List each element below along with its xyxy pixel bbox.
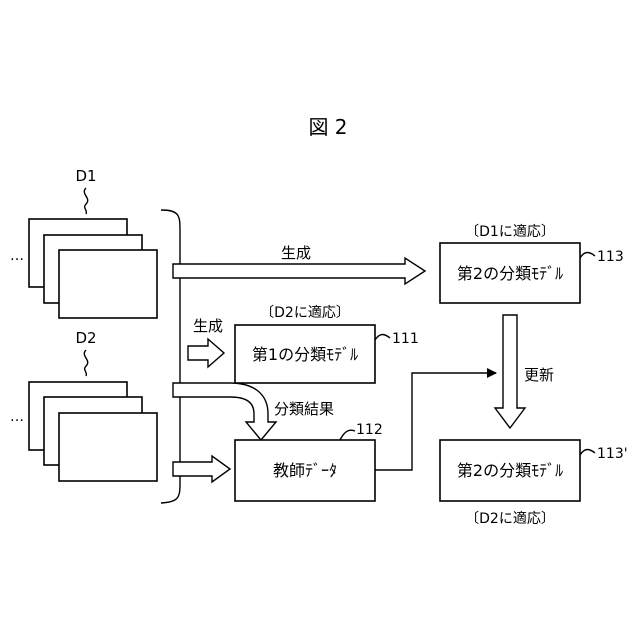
model-113p-tag: 〔D2に適応〕: [465, 510, 555, 527]
figure-title: 図 2: [308, 115, 347, 139]
dataset-d1-label: D1: [75, 167, 96, 185]
generate-label-mid: 生成: [193, 317, 223, 335]
d2-pointer: [84, 350, 87, 376]
model-113-text: 第2の分類ﾓﾃﾞﾙ: [457, 264, 563, 283]
generate-arrow-mid: [188, 339, 224, 367]
ref-113-leader: [580, 253, 595, 259]
generate-label-top: 生成: [281, 244, 311, 262]
update-label: 更新: [524, 366, 554, 384]
dataset-d2-stack: [29, 382, 157, 481]
teacher-data-ref: 112: [356, 422, 383, 438]
ref-111-leader: [375, 335, 390, 341]
ref-113p-leader: [580, 450, 595, 456]
ref-112-leader: [340, 430, 355, 440]
classification-result-arrow: [173, 383, 276, 440]
model-113-tag: 〔D1に適応〕: [465, 223, 555, 240]
dataset-d1-stack: [29, 219, 157, 318]
grouping-brace: [161, 210, 180, 503]
model-111-ref: 111: [392, 331, 419, 347]
model-113p-text: 第2の分類ﾓﾃﾞﾙ: [457, 461, 563, 480]
model-111-tag: 〔D2に適応〕: [260, 304, 350, 321]
input-arrow-teacher: [173, 456, 230, 482]
teacher-data-text: 教師ﾃﾞｰﾀ: [273, 461, 337, 480]
model-113-ref: 113: [597, 249, 624, 265]
dataset-d2-label: D2: [75, 329, 96, 347]
classification-result-label: 分類結果: [274, 400, 334, 418]
model-113p-ref: 113': [597, 446, 628, 462]
d1-pointer: [84, 188, 87, 214]
dataset-d2-ellipsis: …: [10, 409, 24, 425]
model-111-text: 第1の分類ﾓﾃﾞﾙ: [252, 345, 358, 364]
dataset-d1-ellipsis: …: [10, 248, 24, 264]
update-arrow: [495, 315, 525, 428]
